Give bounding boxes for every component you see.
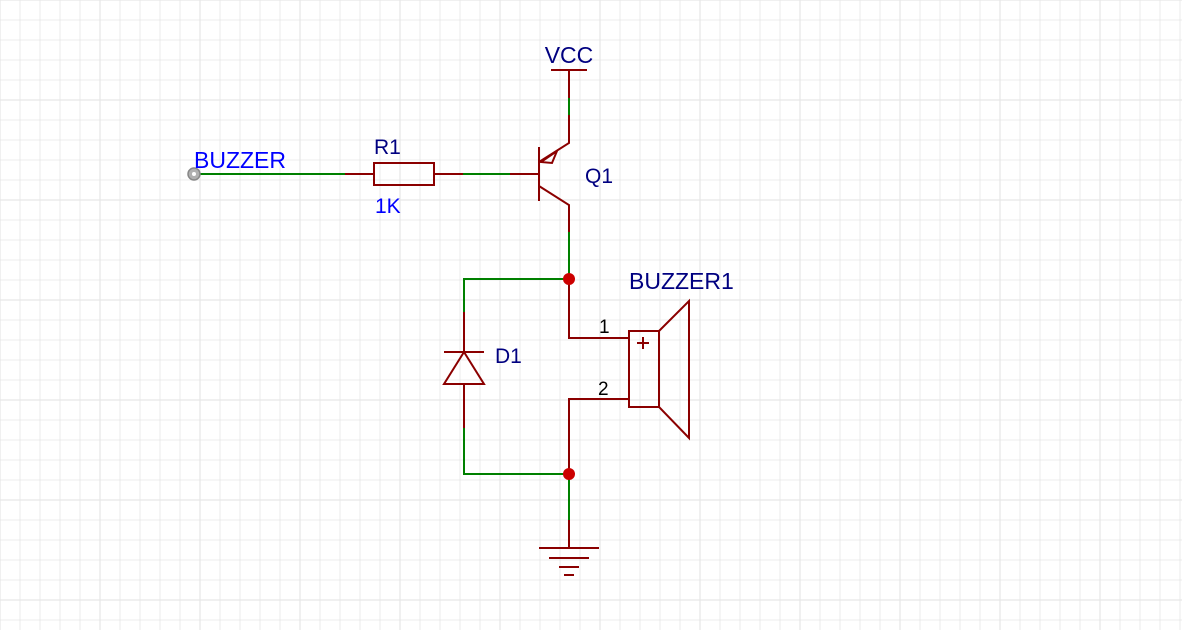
q1-emitter-arrow — [538, 148, 560, 165]
buzzer-pin1-lead[interactable] — [568, 279, 629, 339]
buzzer-pin2-number: 2 — [598, 379, 609, 400]
power-label[interactable]: VCC — [545, 42, 594, 68]
q1-collector[interactable] — [538, 185, 570, 232]
net-port-dot — [192, 172, 196, 176]
r1-designator[interactable]: R1 — [374, 136, 401, 159]
wire-diode-top[interactable] — [463, 278, 569, 312]
buzzer-pin1-number: 1 — [599, 317, 610, 338]
buzzer-designator[interactable]: BUZZER1 — [629, 268, 734, 294]
text-labels: VCC BUZZER R1 1K Q1 D1 BUZZER1 1 2 — [194, 42, 734, 400]
net-label-buzzer[interactable]: BUZZER — [194, 147, 286, 173]
d1-designator[interactable]: D1 — [495, 345, 522, 368]
q1-designator[interactable]: Q1 — [585, 165, 613, 188]
wire-diode-bottom[interactable] — [463, 428, 569, 475]
buzzer-pin2-lead[interactable] — [568, 398, 629, 474]
r1-value[interactable]: 1K — [375, 195, 401, 218]
wires — [194, 70, 570, 520]
component-bodies — [345, 69, 690, 576]
junction-top[interactable] — [563, 273, 575, 285]
junction-bottom[interactable] — [563, 468, 575, 480]
buzzer-horn[interactable] — [658, 298, 690, 441]
